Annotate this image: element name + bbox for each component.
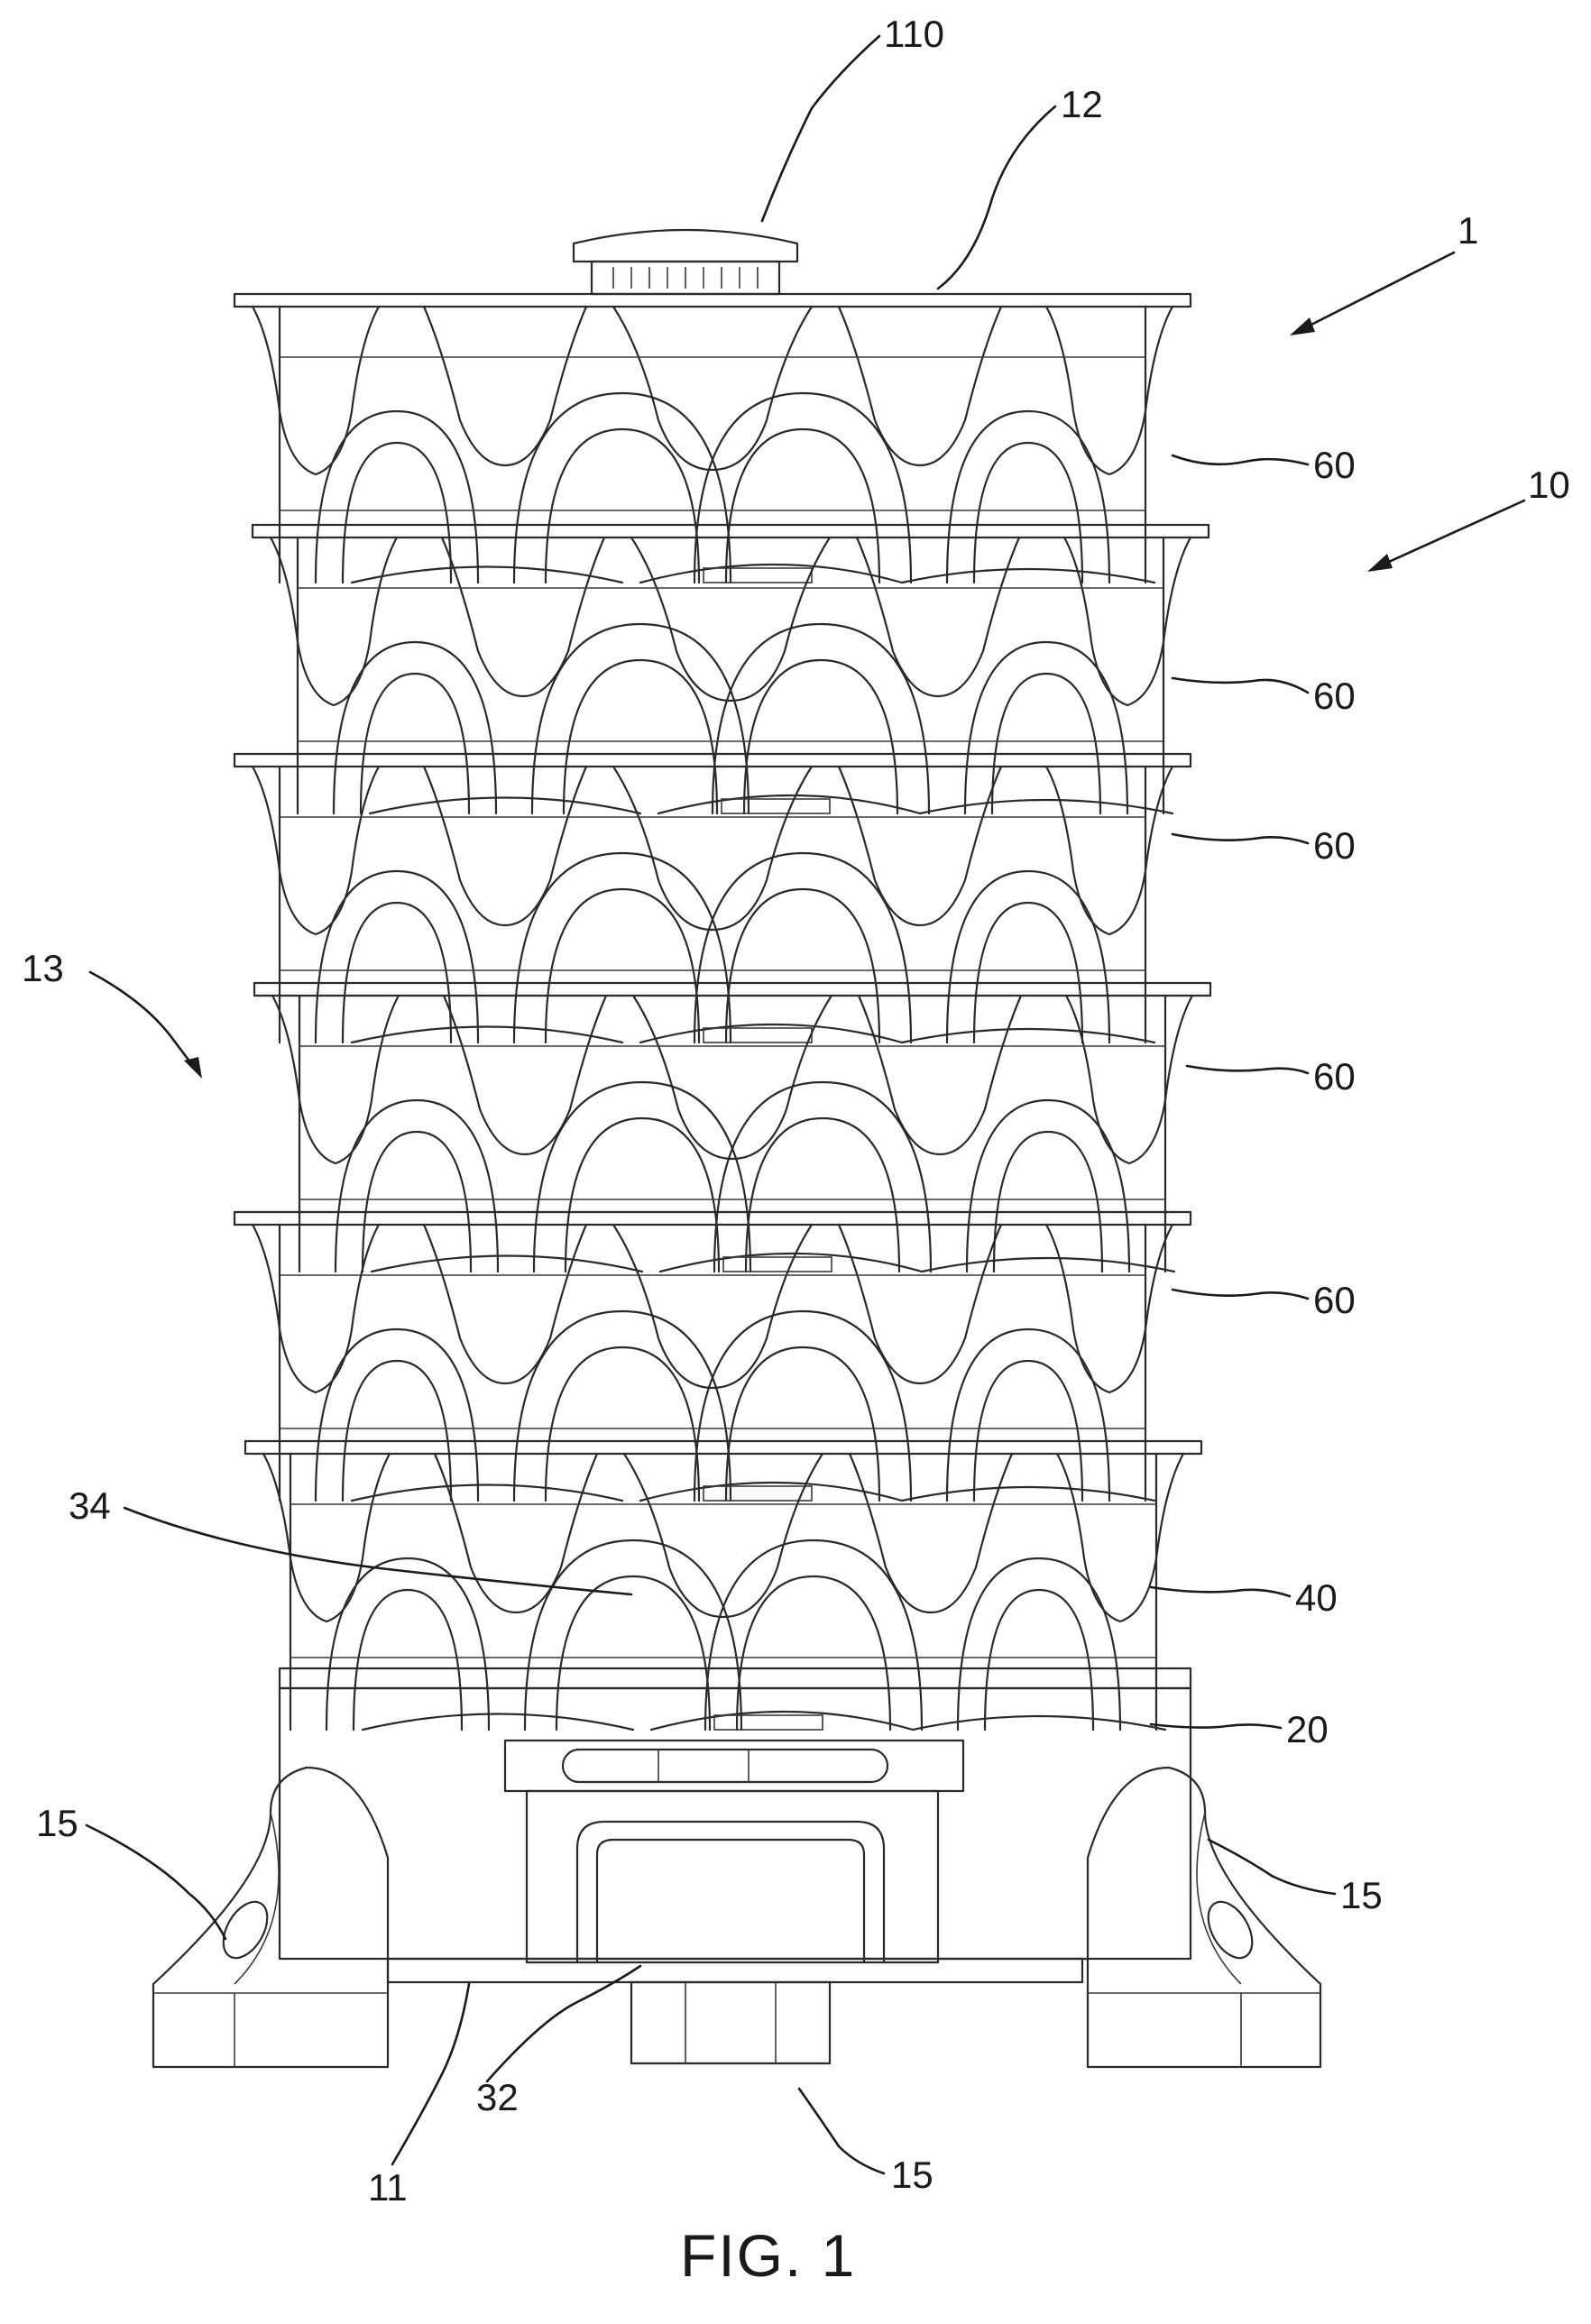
reference-labels: 110 12 1 10 60 60 60 60 60 13 40 34 20 1… — [22, 13, 1570, 2209]
label-11: 11 — [368, 2166, 408, 2209]
left-foot — [153, 1768, 388, 2067]
label-34: 34 — [69, 1484, 111, 1527]
label-60-tier4: 60 — [1313, 1055, 1356, 1098]
label-15-center: 15 — [891, 2154, 933, 2196]
label-15-left: 15 — [36, 1802, 78, 1844]
label-12: 12 — [1061, 83, 1103, 125]
label-60-tier1: 60 — [1313, 444, 1356, 486]
tower-body — [153, 230, 1320, 2067]
label-13: 13 — [22, 947, 64, 989]
label-15-right: 15 — [1340, 1874, 1383, 1916]
tier-5 — [235, 1212, 1191, 1501]
label-60-tier5: 60 — [1313, 1279, 1356, 1321]
label-60-tier3: 60 — [1313, 824, 1356, 867]
base-reservoir — [280, 1668, 1191, 2063]
top-cap — [574, 230, 797, 294]
label-32: 32 — [476, 2076, 519, 2118]
tier-1 — [235, 294, 1191, 583]
label-10: 10 — [1528, 464, 1570, 506]
right-foot — [1088, 1768, 1320, 2067]
label-20: 20 — [1286, 1708, 1329, 1750]
label-40: 40 — [1295, 1576, 1338, 1619]
label-60-tier2: 60 — [1313, 675, 1356, 717]
label-1: 1 — [1458, 209, 1478, 252]
label-110: 110 — [884, 13, 944, 55]
figure-caption: FIG. 1 — [680, 2222, 856, 2289]
